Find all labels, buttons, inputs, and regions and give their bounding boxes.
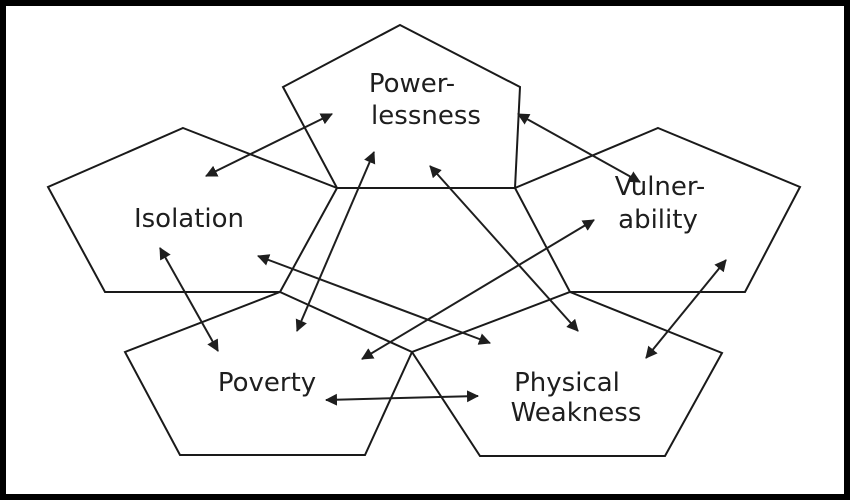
label-powerlessness-2: lessness <box>371 101 481 131</box>
arrow-vulnerability-poverty <box>361 219 595 360</box>
link-arrows <box>159 113 727 406</box>
pentagon-powerlessness <box>281 23 522 189</box>
arrow-isolation-poverty <box>159 247 219 352</box>
arrow-powerlessness-vulnerability <box>517 113 641 183</box>
arrow-poverty-physical-weakness <box>325 390 479 406</box>
arrow-powerlessness-isolation <box>205 113 333 177</box>
label-vulnerability-2: ability <box>618 205 698 235</box>
node-powerlessness: Power- lessness <box>281 23 522 189</box>
label-isolation: Isolation <box>134 204 244 234</box>
label-physical-weakness-2: Weakness <box>511 398 642 428</box>
label-physical-weakness: Physical <box>514 368 620 398</box>
label-powerlessness: Power- <box>369 69 455 99</box>
arrow-vulnerability-physical-weakness <box>645 259 727 359</box>
label-poverty: Poverty <box>218 368 316 398</box>
